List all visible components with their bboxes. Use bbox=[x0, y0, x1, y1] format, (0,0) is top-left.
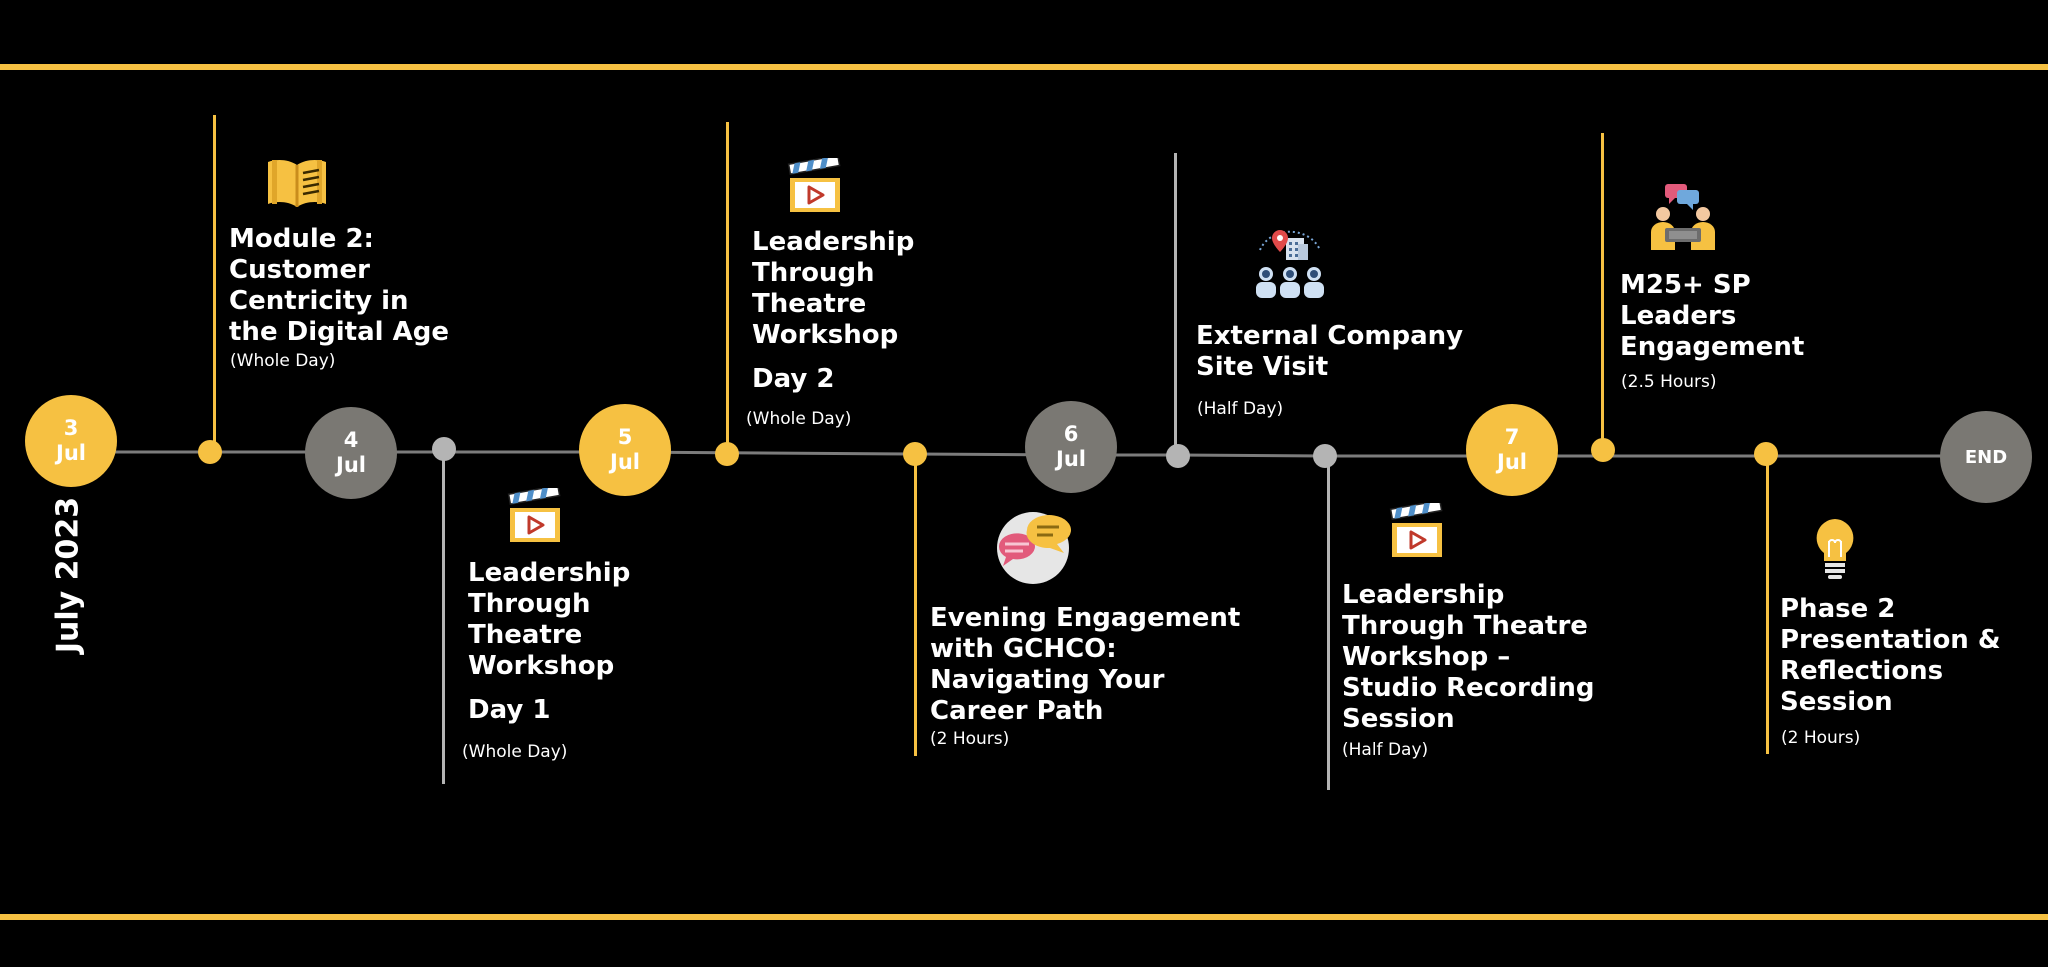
milestone-month: Jul bbox=[1497, 450, 1527, 474]
meeting-icon bbox=[1651, 184, 1715, 250]
event-stem bbox=[1327, 456, 1330, 790]
milestone-jul-7: 7 Jul bbox=[1466, 404, 1558, 496]
bottom-accent-line bbox=[0, 914, 2048, 920]
event-dot bbox=[198, 440, 222, 464]
milestone-jul-6: 6 Jul bbox=[1025, 401, 1117, 493]
event-stem bbox=[1174, 153, 1177, 454]
book-icon bbox=[268, 160, 326, 207]
event-duration: (Whole Day) bbox=[746, 409, 852, 429]
event-stem bbox=[1601, 133, 1604, 449]
event-duration: (2 Hours) bbox=[1781, 728, 1861, 748]
chat-bubbles-icon bbox=[997, 512, 1071, 584]
month-label: July 2023 bbox=[50, 496, 86, 654]
event-duration: (2 Hours) bbox=[930, 729, 1010, 749]
company-visit-icon bbox=[1256, 230, 1324, 298]
event-day-label: Day 2 bbox=[752, 364, 835, 394]
event-dot bbox=[1166, 444, 1190, 468]
milestone-month: Jul bbox=[1056, 447, 1086, 471]
event-stem bbox=[1766, 456, 1769, 754]
milestone-jul-4: 4 Jul bbox=[305, 407, 397, 499]
milestone-day: 7 bbox=[1504, 425, 1520, 449]
milestone-day: 5 bbox=[617, 425, 633, 449]
lightbulb-icon bbox=[1816, 519, 1854, 579]
event-duration: (Whole Day) bbox=[462, 742, 568, 762]
milestone-end-label: END bbox=[1964, 446, 2008, 468]
clapperboard-icon bbox=[507, 488, 561, 542]
event-duration: (2.5 Hours) bbox=[1621, 372, 1717, 392]
event-stem bbox=[726, 122, 729, 452]
event-duration: (Whole Day) bbox=[230, 351, 336, 371]
milestone-month: Jul bbox=[610, 450, 640, 474]
top-accent-line bbox=[0, 64, 2048, 70]
event-stem bbox=[442, 452, 445, 784]
event-duration: (Half Day) bbox=[1197, 399, 1284, 419]
clapperboard-icon bbox=[787, 158, 841, 212]
milestone-jul-3: 3 Jul bbox=[25, 395, 117, 487]
event-stem bbox=[213, 115, 216, 447]
event-duration: (Half Day) bbox=[1342, 740, 1429, 760]
event-stem bbox=[914, 454, 917, 756]
event-dot bbox=[1313, 444, 1337, 468]
milestone-month: Jul bbox=[336, 453, 366, 477]
clapperboard-icon bbox=[1389, 503, 1443, 557]
milestone-day: 3 bbox=[63, 416, 79, 440]
milestone-day: 4 bbox=[343, 428, 359, 452]
milestone-day: 6 bbox=[1063, 422, 1079, 446]
milestone-month: Jul bbox=[56, 441, 86, 465]
milestone-jul-5: 5 Jul bbox=[579, 404, 671, 496]
event-day-label: Day 1 bbox=[468, 695, 551, 725]
milestone-end: END bbox=[1940, 411, 2032, 503]
